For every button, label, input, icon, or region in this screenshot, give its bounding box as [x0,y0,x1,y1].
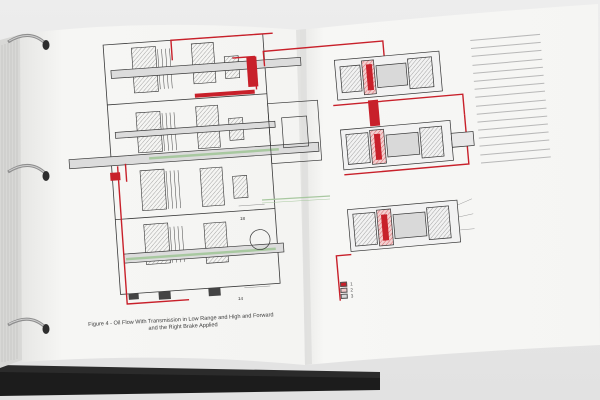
legend-number: 3 [350,293,354,299]
valve-diagrams [262,40,475,301]
legend-swatch-pink [340,287,348,293]
legend-item: 1 [340,281,353,287]
legend-swatch-grey [340,293,348,299]
binder [0,34,380,396]
callout-list [470,30,551,168]
legend-item: 2 [340,287,353,293]
legend-item: 3 [340,293,354,299]
legend-number: 2 [350,287,354,293]
legend-number: 1 [349,281,353,287]
transmission-diagram [68,32,323,305]
legend: 1 2 3 [340,281,353,300]
legend-swatch-red [340,281,348,287]
callout-14: 14 [238,296,244,301]
callout-18: 18 [240,216,246,221]
